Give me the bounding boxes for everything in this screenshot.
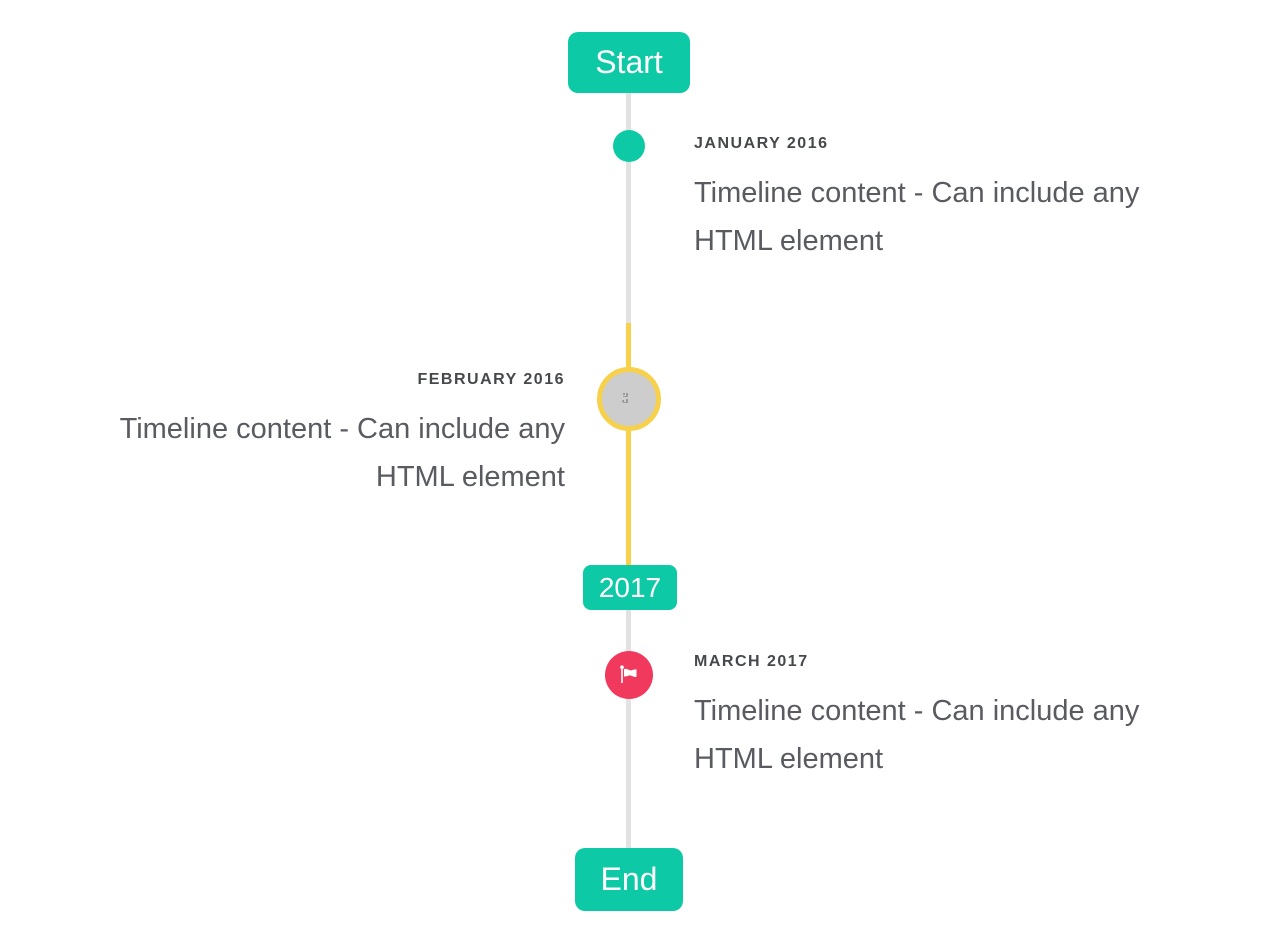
event-march: MARCH 2017 Timeline content - Can includ… <box>694 651 1216 783</box>
timeline-start-badge: Start <box>568 32 690 93</box>
timeline-end-badge: End <box>575 848 683 911</box>
event-title: JANUARY 2016 <box>694 135 829 152</box>
event-marker-february-image[interactable] <box>597 367 661 431</box>
timeline-year-badge: 2017 <box>583 565 677 610</box>
event-content: Timeline content - Can include any HTML … <box>119 413 565 493</box>
timeline-line-highlight <box>626 323 631 565</box>
flag-icon <box>617 663 641 687</box>
broken-image-icon <box>621 392 637 406</box>
event-content: Timeline content - Can include any HTML … <box>694 695 1140 775</box>
event-marker-march-flag[interactable] <box>605 651 653 699</box>
event-content: Timeline content - Can include any HTML … <box>694 177 1140 257</box>
event-title: FEBRUARY 2016 <box>417 371 565 388</box>
event-marker-january-dot[interactable] <box>613 130 645 162</box>
event-title: MARCH 2017 <box>694 653 809 670</box>
event-february: FEBRUARY 2016 Timeline content - Can inc… <box>43 369 565 501</box>
event-january: JANUARY 2016 Timeline content - Can incl… <box>694 133 1216 265</box>
